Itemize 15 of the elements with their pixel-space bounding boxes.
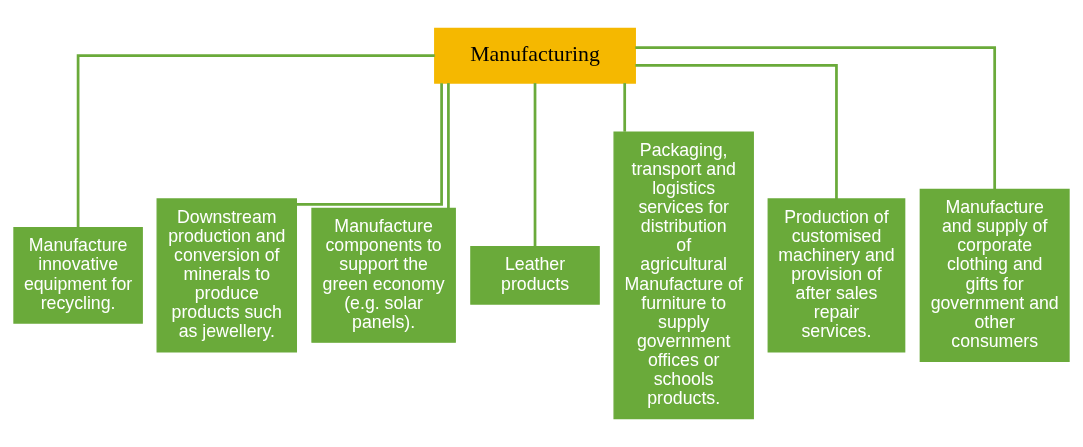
connector [635, 63, 838, 199]
node-box: Leather products [470, 246, 600, 305]
node-box: Manufacture innovative equipment for recycling. [13, 226, 143, 324]
node-box: Manufacture components to support the green economy (e.g. solar panels). [311, 207, 456, 343]
node-box: Packaging, transport and logistics services for distribution of agricultural Manufacture of furniture to supply government offices or schools products. [613, 131, 754, 420]
connector [623, 83, 627, 132]
node-box: Manufacturing [434, 27, 636, 84]
connector [296, 83, 443, 206]
connector [635, 46, 997, 190]
node-box: Production of customised machinery and provision of after sales repair services. [767, 198, 906, 353]
connector [447, 83, 450, 209]
connector [533, 83, 537, 247]
connector [76, 54, 435, 228]
node-box: Downstream production and conversion of minerals to produce products such as jewellery. [156, 198, 297, 353]
node-box: Manufacture and supply of corporate clothing and gifts for government and other consumers [919, 188, 1070, 362]
